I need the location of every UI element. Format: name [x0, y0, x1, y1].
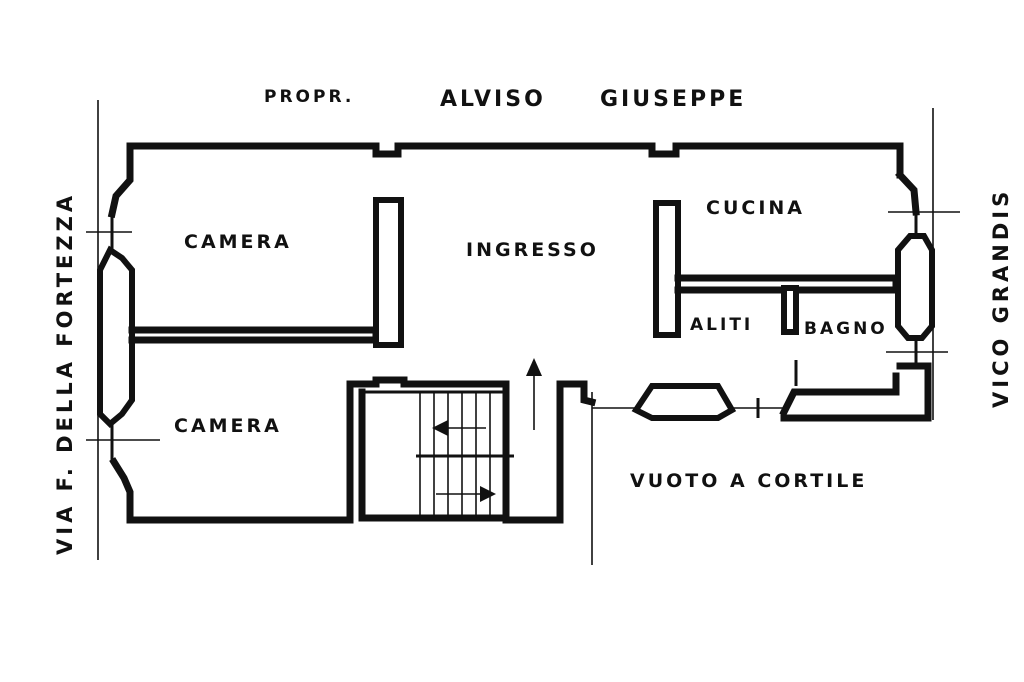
street-right: VICO GRANDIS	[989, 188, 1013, 408]
room-bagno: BAGNO	[804, 319, 888, 339]
room-ingresso: INGRESSO	[466, 239, 599, 261]
rear-wall-pillar	[631, 383, 737, 421]
street-left: VIA F. DELLA FORTEZZA	[53, 192, 77, 555]
rear-wall-bagno	[779, 372, 900, 417]
left-wall-pillar	[97, 245, 135, 429]
room-cucina: CUCINA	[706, 197, 805, 219]
stair-treads	[362, 390, 514, 518]
entrance-wall	[556, 380, 597, 524]
room-aliti: ALITI	[690, 315, 753, 335]
outer-wall-right-bottom	[780, 362, 932, 422]
wall-ingresso-cucina	[653, 200, 681, 338]
outer-wall-right-top	[895, 170, 920, 216]
stair-arrow-left	[432, 420, 448, 436]
entrance-arrow-icon	[526, 358, 542, 376]
owner-first-name: ALVISO	[440, 87, 546, 112]
owner-prefix: PROPR.	[264, 87, 354, 107]
room-camera-bottom: CAMERA	[174, 415, 282, 437]
stair-arrow-right	[480, 486, 496, 502]
outer-wall-top	[126, 142, 904, 179]
outer-wall-left-bottom	[109, 457, 354, 524]
outer-wall-left-top	[107, 142, 134, 219]
area-cortile: VUOTO A CORTILE	[630, 470, 867, 492]
wall-aliti-bagno	[781, 285, 799, 335]
wall-camera-ingresso	[373, 197, 404, 348]
room-camera-top: CAMERA	[184, 231, 292, 253]
right-wall-pillar	[895, 233, 935, 341]
owner-last-name: GIUSEPPE	[600, 87, 746, 112]
wall-camera-divider	[128, 326, 380, 344]
